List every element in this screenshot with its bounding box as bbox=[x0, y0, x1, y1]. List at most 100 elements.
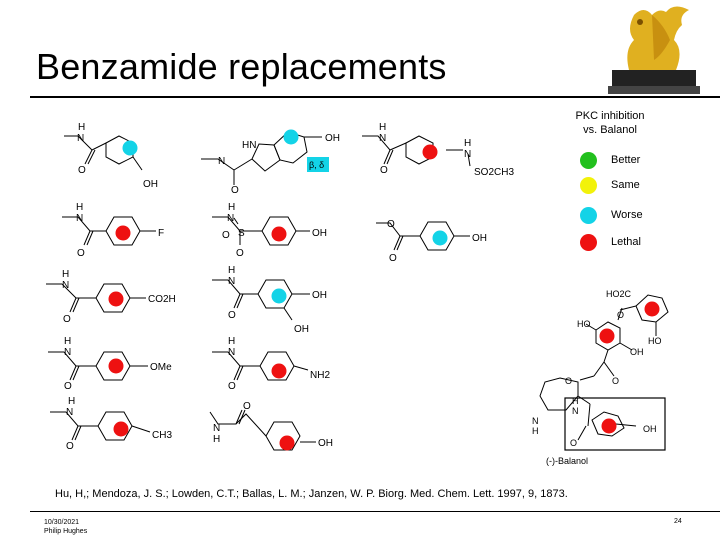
atom-label: O bbox=[380, 165, 388, 176]
atom-label: H bbox=[76, 202, 83, 213]
molecule-4-carboxybenzamide: H N O CO2H bbox=[46, 269, 176, 325]
molecule-4-aminobenzamide: H N O NH2 bbox=[212, 336, 330, 392]
molecule-balanol: HO2C HO O HO OH O O N H H N O OH (-)-Bal… bbox=[532, 289, 669, 466]
legend-title: PKC inhibition vs. Balanol bbox=[575, 110, 645, 136]
atom-label: O bbox=[612, 376, 619, 386]
legend-label: Lethal bbox=[611, 236, 641, 248]
atom-label: N bbox=[64, 347, 71, 358]
atom-label: OH bbox=[294, 324, 309, 335]
atom-label: OH bbox=[630, 347, 644, 357]
atom-label: CO2H bbox=[148, 294, 176, 305]
activity-dot-lethal bbox=[279, 435, 295, 451]
legend-label: Worse bbox=[611, 209, 643, 221]
atom-label: HO bbox=[648, 336, 662, 346]
atom-label: O bbox=[389, 253, 397, 264]
legend-swatch-better bbox=[580, 151, 597, 169]
atom-label: O bbox=[63, 314, 71, 325]
legend-item-worse: Worse bbox=[580, 206, 643, 224]
activity-dot-lethal bbox=[271, 363, 287, 379]
molecule-phenylacetamide: N H O OH bbox=[209, 401, 333, 451]
page-number: 24 bbox=[674, 518, 682, 525]
atom-label: N bbox=[213, 423, 220, 434]
activity-dot-lethal bbox=[113, 421, 129, 437]
atom-label: OMe bbox=[150, 362, 172, 373]
activity-dot-lethal bbox=[108, 291, 124, 307]
activity-dot-lethal bbox=[422, 144, 438, 160]
activity-dot-lethal bbox=[599, 328, 615, 344]
footer-meta: 10/30/2021 Philip Hughes bbox=[44, 518, 87, 536]
atom-label: O bbox=[66, 441, 74, 452]
atom-label: O bbox=[565, 376, 572, 386]
atom-label: HO2C bbox=[606, 289, 632, 299]
atom-label: H bbox=[379, 122, 386, 133]
molecule-4-fluorobenzamide: H N O F bbox=[62, 202, 164, 259]
footer-author: Philip Hughes bbox=[44, 528, 88, 535]
atom-label: N bbox=[62, 280, 69, 291]
atom-label: NH2 bbox=[310, 370, 330, 381]
activity-dot-lethal bbox=[108, 358, 124, 374]
atom-label: F bbox=[158, 228, 164, 239]
atom-label: H bbox=[532, 426, 539, 436]
molecule-4-methylbenzamide: H N O CH3 bbox=[50, 396, 172, 452]
legend-swatch-lethal bbox=[580, 233, 597, 251]
atom-label: O bbox=[228, 310, 236, 321]
activity-dot-lethal bbox=[644, 301, 660, 317]
atom-label: HN bbox=[242, 140, 256, 151]
footer-date: 10/30/2021 bbox=[44, 519, 80, 526]
atom-label: H bbox=[228, 202, 235, 213]
atom-label: OH bbox=[312, 290, 327, 301]
molecule-sulfonamide: H N S O O OH bbox=[212, 202, 327, 259]
activity-dot-worse bbox=[283, 129, 299, 145]
atom-label: OH bbox=[312, 228, 327, 239]
atom-label: N bbox=[464, 149, 471, 160]
legend-item-better: Better bbox=[580, 151, 640, 169]
atom-label: HO bbox=[577, 319, 591, 329]
atom-label: OH bbox=[643, 424, 657, 434]
griffin-logo bbox=[608, 6, 700, 94]
atom-label: O bbox=[617, 310, 624, 320]
page-title: Benzamide replacements bbox=[36, 46, 447, 87]
atom-label: O bbox=[228, 381, 236, 392]
atom-label: H bbox=[228, 336, 235, 347]
legend-swatch-worse bbox=[580, 206, 597, 224]
molecule-indole-amide: β, δ HN OH N O bbox=[201, 129, 340, 196]
legend-item-same: Same bbox=[580, 176, 640, 194]
molecule-3-hydroxybenzamide: H N O OH bbox=[64, 122, 158, 190]
legend-label: Same bbox=[611, 179, 640, 191]
atom-label: O bbox=[231, 185, 239, 196]
atom-label: O bbox=[64, 381, 72, 392]
atom-label: N bbox=[76, 213, 83, 224]
activity-dot-lethal bbox=[601, 418, 617, 434]
title-divider bbox=[30, 96, 720, 98]
atom-label: S bbox=[238, 228, 245, 239]
molecule-4-methoxybenzamide: H N O OMe bbox=[48, 336, 172, 392]
compound-name: (-)-Balanol bbox=[546, 456, 588, 466]
activity-dot-worse bbox=[122, 140, 138, 156]
atom-label: H bbox=[572, 396, 579, 406]
legend-label: Better bbox=[611, 154, 641, 166]
atom-label: OH bbox=[472, 233, 487, 244]
atom-label: N bbox=[228, 347, 235, 358]
atom-label: H bbox=[464, 138, 471, 149]
atom-label: O bbox=[243, 401, 251, 412]
atom-label: N bbox=[572, 406, 579, 416]
atom-label: H bbox=[68, 396, 75, 407]
atom-label: O bbox=[78, 165, 86, 176]
atom-label: OH bbox=[318, 438, 333, 449]
atom-label: O bbox=[222, 230, 230, 241]
activity-dot-worse bbox=[271, 288, 287, 304]
atom-label: N bbox=[379, 133, 386, 144]
atom-label: H bbox=[64, 336, 71, 347]
citation: Hu, H,; Mendoza, J. S.; Lowden, C.T.; Ba… bbox=[55, 488, 568, 500]
atom-label: H bbox=[62, 269, 69, 280]
molecule-dihydroxybenzamide: H N O OH OH bbox=[212, 265, 327, 335]
atom-label: O bbox=[236, 248, 244, 259]
atom-label: OH bbox=[325, 133, 340, 144]
atom-label: O bbox=[77, 248, 85, 259]
legend-swatch-same bbox=[580, 176, 597, 194]
benzamide-highlight-box bbox=[564, 397, 666, 451]
atom-label: O bbox=[570, 438, 577, 448]
badge-label: β, δ bbox=[309, 160, 324, 170]
atom-label: N bbox=[532, 416, 539, 426]
